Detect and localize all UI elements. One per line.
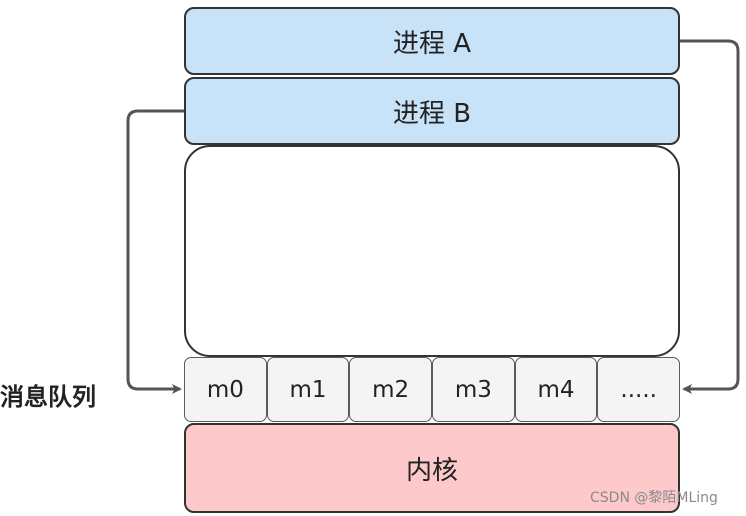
process-b-label: 进程 B (392, 98, 472, 129)
arrow-process-b-to-queue (126, 109, 184, 394)
kernel-label: 内核 (405, 455, 458, 486)
message-cell: m1 (266, 357, 350, 422)
message-cell: m2 (349, 357, 433, 422)
process-a-label: 进程 A (392, 28, 472, 59)
message-cell: m3 (432, 357, 515, 422)
shared-area-box (184, 145, 680, 357)
message-queue-label: 消息队列 (0, 383, 96, 411)
message-cell: m4 (514, 357, 598, 422)
message-queue: m0 m1 m2 m3 m4 ..... (184, 357, 681, 422)
message-cell: m0 (184, 357, 267, 422)
process-a-box: 进程 A (184, 7, 680, 75)
message-label: m1 (289, 376, 327, 403)
arrow-process-a-to-queue (680, 39, 740, 394)
kernel-box: 内核 (184, 423, 680, 513)
message-label: m4 (537, 376, 575, 403)
process-b-box: 进程 B (184, 77, 680, 145)
message-label: m0 (206, 376, 244, 403)
watermark: CSDN @黎陌MLing (590, 490, 718, 506)
message-cell: ..... (597, 357, 681, 422)
message-label: m3 (454, 376, 492, 403)
message-label: ..... (620, 376, 657, 403)
message-label: m2 (372, 376, 410, 403)
